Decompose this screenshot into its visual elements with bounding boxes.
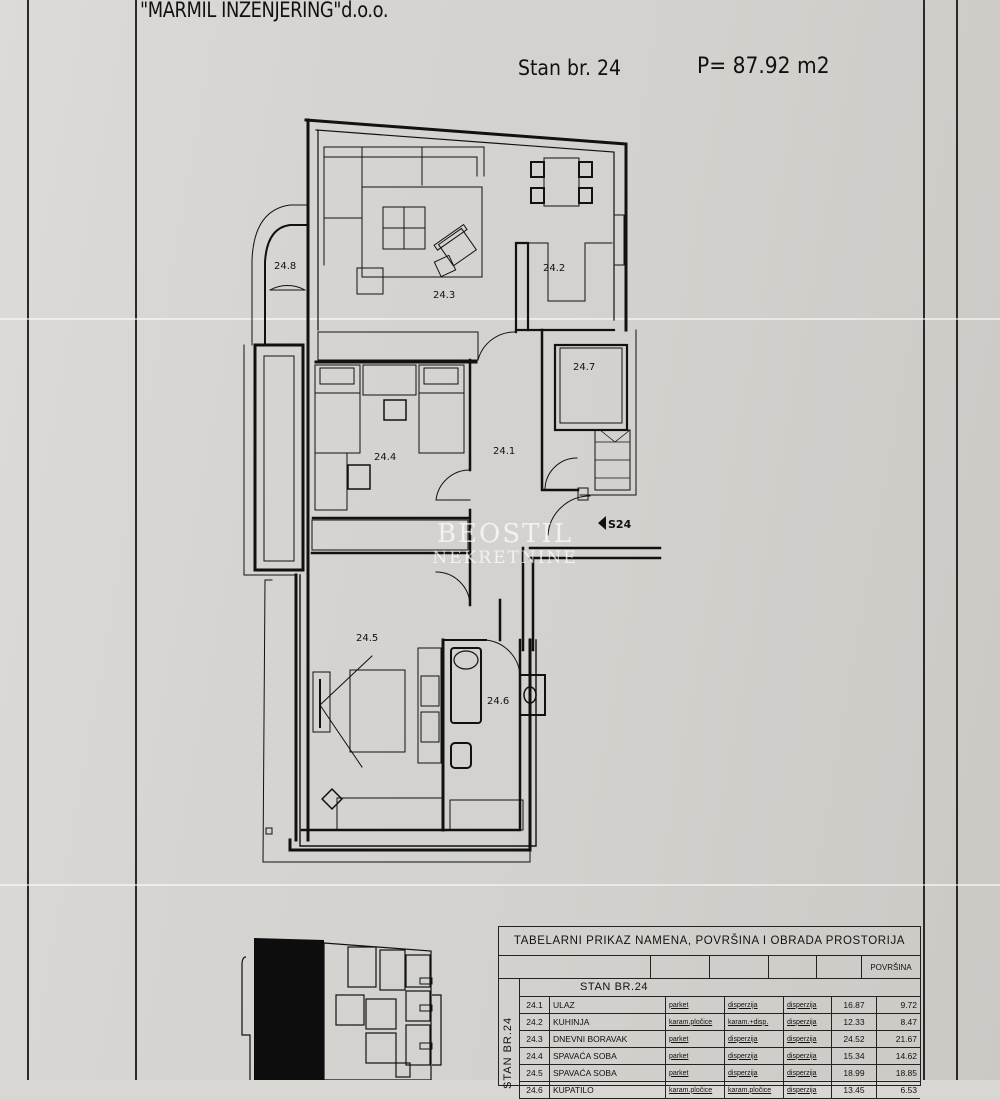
cell-a1: 12.33 — [832, 1014, 877, 1030]
header-area: POVRŠINA — [870, 962, 912, 972]
paper-fold — [0, 318, 1000, 320]
cell-no: 24.5 — [520, 1065, 550, 1081]
room-label-24-2: 24.2 — [543, 263, 565, 274]
cell-name: DNEVNI BORAVAK — [550, 1031, 666, 1047]
cell-name: SPAVAĆA SOBA — [550, 1048, 666, 1064]
table-row: 24.6 KUPATILO karam.pločice karam.pločic… — [520, 1082, 920, 1099]
table-header-row: POVRŠINA — [499, 956, 920, 979]
cell-ceiling: disperzija — [784, 1082, 832, 1098]
cell-no: 24.3 — [520, 1031, 550, 1047]
entry-arrow-icon — [598, 516, 606, 530]
cell-walls: disperzija — [725, 1065, 784, 1081]
paper-fold — [0, 884, 1000, 886]
cell-name: KUHINJA — [550, 1014, 666, 1030]
cell-walls: disperzija — [725, 1031, 784, 1047]
cell-floor: parket — [666, 1065, 725, 1081]
cell-floor: karam.pločice — [666, 1082, 725, 1098]
cell-area: 14.62 — [895, 1051, 917, 1061]
room-label-24-8: 24.8 — [274, 261, 296, 272]
table-title: TABELARNI PRIKAZ NAMENA, POVRŠINA I OBRA… — [499, 927, 920, 956]
cell-no: 24.6 — [520, 1082, 550, 1098]
room-label-24-5: 24.5 — [356, 633, 378, 644]
side-label-cell: STAN BR.24 — [499, 979, 520, 1099]
table-row: 24.2 KUHINJA karam.pločice karam.+disp. … — [520, 1014, 920, 1031]
side-label: STAN BR.24 — [502, 1016, 514, 1089]
cell-walls: disperzija — [725, 1048, 784, 1064]
cell-walls: karam.pločice — [725, 1082, 784, 1098]
border-line-right-outer — [956, 0, 958, 1080]
cell-area: 9.72 — [900, 1000, 917, 1010]
apartment-area: P= 87.92 m2 — [697, 54, 830, 79]
table-row: 24.5 SPAVAĆA SOBA parket disperzija disp… — [520, 1065, 920, 1082]
cell-no: 24.2 — [520, 1014, 550, 1030]
room-label-24-3: 24.3 — [433, 290, 455, 301]
table-row: 24.3 DNEVNI BORAVAK parket disperzija di… — [520, 1031, 920, 1048]
cell-area: 6.53 — [900, 1085, 917, 1095]
room-label-24-6: 24.6 — [487, 696, 509, 707]
cell-floor: parket — [666, 1048, 725, 1064]
cell-a1: 24.52 — [832, 1031, 877, 1047]
border-line-right-inner — [923, 0, 925, 1080]
room-finish-table: TABELARNI PRIKAZ NAMENA, POVRŠINA I OBRA… — [498, 926, 921, 1099]
header-cell — [817, 956, 862, 978]
cell-area: 8.47 — [900, 1017, 917, 1027]
cell-ceiling: disperzija — [784, 1031, 832, 1047]
cell-a1: 18.99 — [832, 1065, 877, 1081]
cell-floor: parket — [666, 1031, 725, 1047]
cell-ceiling: disperzija — [784, 997, 832, 1013]
cell-name: ULAZ — [550, 997, 666, 1013]
room-label-24-7: 24.7 — [573, 362, 595, 373]
cell-a1: 16.87 — [832, 997, 877, 1013]
cell-a1: 13.45 — [832, 1082, 877, 1098]
cell-no: 24.4 — [520, 1048, 550, 1064]
cell-area: 21.67 — [895, 1034, 917, 1044]
header-cell — [769, 956, 817, 978]
cell-name: KUPATILO — [550, 1082, 666, 1098]
entry-marker-label: S24 — [608, 518, 632, 531]
border-line-left-outer — [27, 0, 29, 1080]
cell-no: 24.1 — [520, 997, 550, 1013]
room-label-24-1: 24.1 — [493, 446, 515, 457]
header-cell — [499, 956, 651, 978]
cell-floor: karam.pločice — [666, 1014, 725, 1030]
cell-a1: 15.34 — [832, 1048, 877, 1064]
cell-ceiling: disperzija — [784, 1048, 832, 1064]
apartment-title: Stan br. 24 — [518, 56, 622, 80]
cell-name: SPAVAĆA SOBA — [550, 1065, 666, 1081]
company-name: "MARMIL INZENJERING"d.o.o. — [140, 0, 389, 22]
cell-floor: parket — [666, 997, 725, 1013]
header-cell — [710, 956, 769, 978]
key-plan-thumbnail — [241, 938, 442, 1080]
border-line-left-inner — [135, 0, 137, 1080]
cell-area: 18.85 — [895, 1068, 917, 1078]
table-row: 24.1 ULAZ parket disperzija disperzija 1… — [520, 997, 920, 1014]
cell-walls: disperzija — [725, 997, 784, 1013]
section-label: STAN BR.24 — [520, 979, 920, 997]
header-cell — [651, 956, 710, 978]
cell-walls: karam.+disp. — [725, 1014, 784, 1030]
table-row: 24.4 SPAVAĆA SOBA parket disperzija disp… — [520, 1048, 920, 1065]
room-label-24-4: 24.4 — [374, 452, 396, 463]
cell-ceiling: disperzija — [784, 1065, 832, 1081]
cell-ceiling: disperzija — [784, 1014, 832, 1030]
